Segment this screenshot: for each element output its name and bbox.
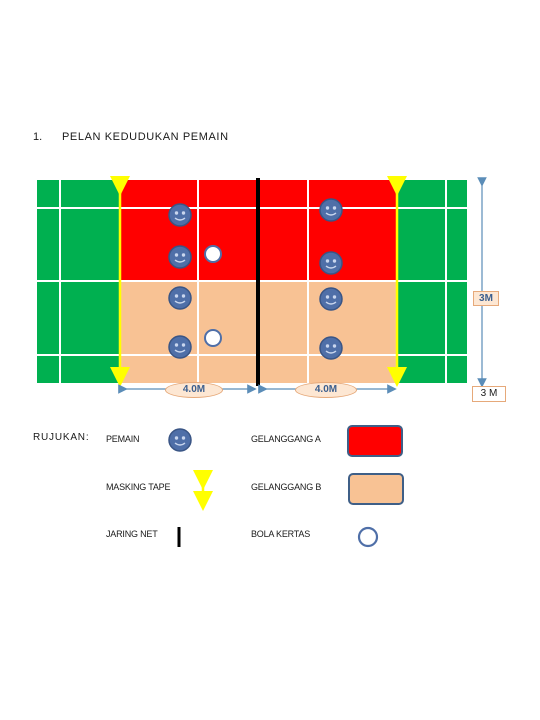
player-icon [319,287,343,311]
legend-masking-tape-label: MASKING TAPE [106,482,171,492]
player-icon [168,245,192,269]
player-icon [168,335,192,359]
height-label-outer: 3 M [472,386,506,402]
legend-zone-b-swatch [348,473,404,505]
paper-ball-icon [204,329,222,347]
player-icon [319,198,343,222]
height-label-inner: 3M [473,291,499,306]
player-icon [168,286,192,310]
legend-paper-ball-icon [357,526,379,548]
page-title: PELAN KEDUDUKAN PEMAIN [62,131,229,143]
legend-zone-a-swatch [347,425,403,457]
player-icon [319,336,343,360]
legend-paper-ball-label: BOLA KERTAS [251,529,310,539]
player-icon [168,203,192,227]
player-icon [319,251,343,275]
legend-zone-b-label: GELANGGANG B [251,482,322,492]
legend-zone-a-label: GELANGGANG A [251,434,321,444]
legend-net-label: JARING NET [106,529,158,539]
width-label-left: 4.0M [165,382,223,398]
legend-player-label: PEMAIN [106,434,140,444]
legend-player-icon [168,428,192,452]
width-label-right: 4.0M [295,382,357,398]
legend-title: RUJUKAN: [33,432,90,443]
heading-number: 1. [33,131,43,143]
paper-ball-icon [204,245,222,263]
